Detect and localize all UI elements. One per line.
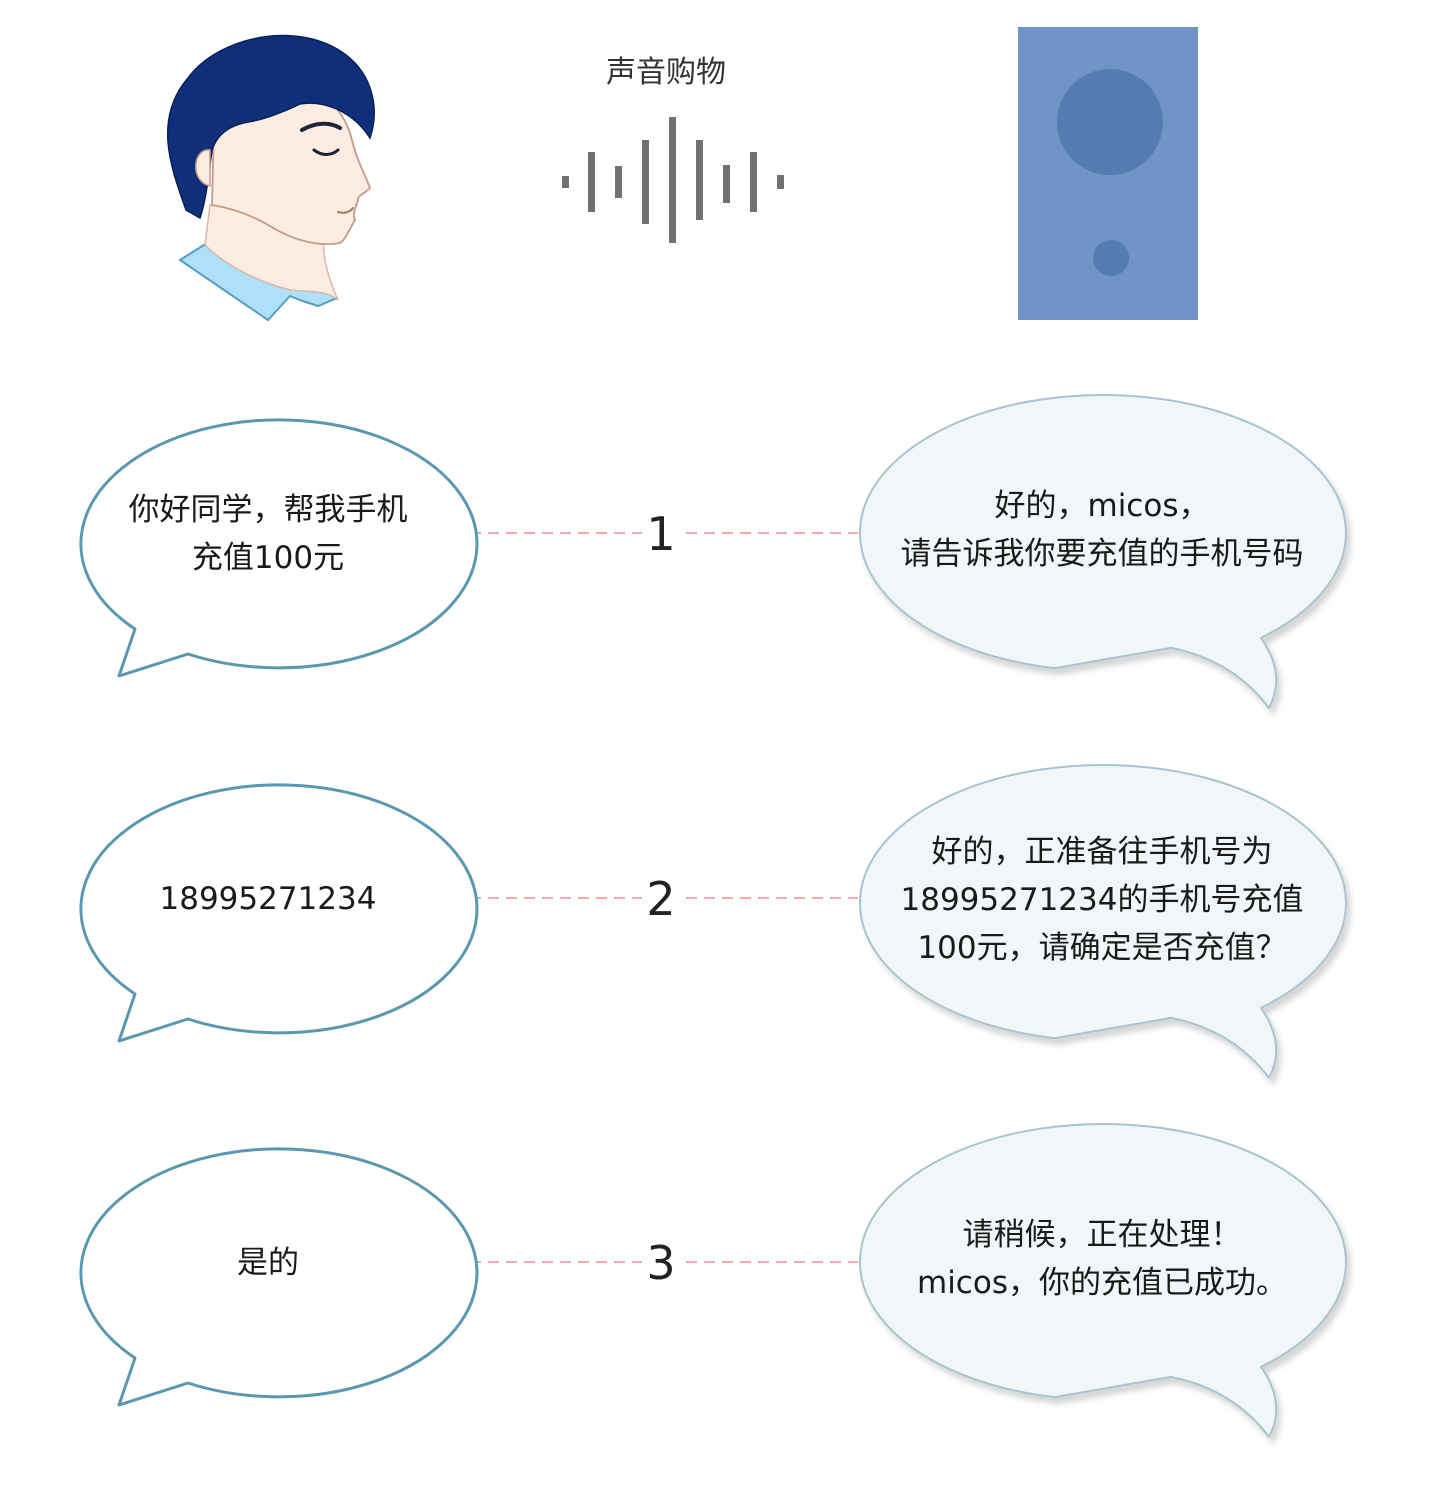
device-bubble-text-line: 好的，micos， <box>995 488 1210 524</box>
device-bubble-text-line: 请告诉我你要充值的手机号码 <box>901 536 1304 572</box>
device-speech-bubble: 好的，正准备往手机号为 18995271234的手机号充值 100元，请确定是否充值… <box>858 764 1347 1079</box>
user-speech-bubble: 18995271234 <box>79 783 479 1043</box>
user-speech-bubble: 是的 <box>79 1147 479 1407</box>
device-bubble-text-line: 请稍候，正在处理！ <box>963 1217 1242 1253</box>
device-bubble-text-line: 100元，请确定是否充值？ <box>917 930 1286 966</box>
user-bubble-text-line: 充值100元 <box>192 540 344 576</box>
user-bubble-text-line: 你好同学，帮我手机 <box>129 492 408 528</box>
step-number-backdrop <box>642 872 680 924</box>
device-bubble-text-line: 好的，正准备往手机号为 <box>932 834 1273 870</box>
step-row: 2 18995271234 好的，正准备往手机号为 18995271234的手机号充值… <box>79 764 1347 1079</box>
device-bubble-text-line: micos，你的充值已成功。 <box>917 1265 1287 1301</box>
step-row: 3 是的 请稍候，正在处理！ micos，你的充值已成功。 <box>79 1123 1347 1438</box>
sound-wave-icon <box>562 117 784 243</box>
device-speech-bubble: 好的，micos， 请告诉我你要充值的手机号码 <box>858 394 1347 709</box>
step-number-backdrop <box>642 1236 680 1288</box>
step-number-backdrop <box>642 507 680 559</box>
user-bubble-text-line: 18995271234 <box>160 881 377 917</box>
device-bubble-shape <box>858 394 1347 709</box>
user-bubble-shape <box>79 1147 479 1407</box>
step-number: 1 <box>646 507 675 561</box>
user-bubble-shape <box>79 418 479 678</box>
step-number: 2 <box>646 872 675 926</box>
step-number: 3 <box>646 1236 675 1290</box>
user-bubble-shape <box>79 783 479 1043</box>
user-bubble-text-line: 是的 <box>237 1245 299 1281</box>
device-speech-bubble: 请稍候，正在处理！ micos，你的充值已成功。 <box>858 1123 1347 1438</box>
device-bubble-text-line: 18995271234的手机号充值 <box>901 882 1304 918</box>
person-head-icon <box>167 34 375 322</box>
diagram-title: 声音购物 <box>606 55 726 90</box>
device-bubble-shape <box>858 764 1347 1079</box>
smart-speaker-icon <box>1018 27 1198 320</box>
device-bubble-shape <box>858 1123 1347 1438</box>
